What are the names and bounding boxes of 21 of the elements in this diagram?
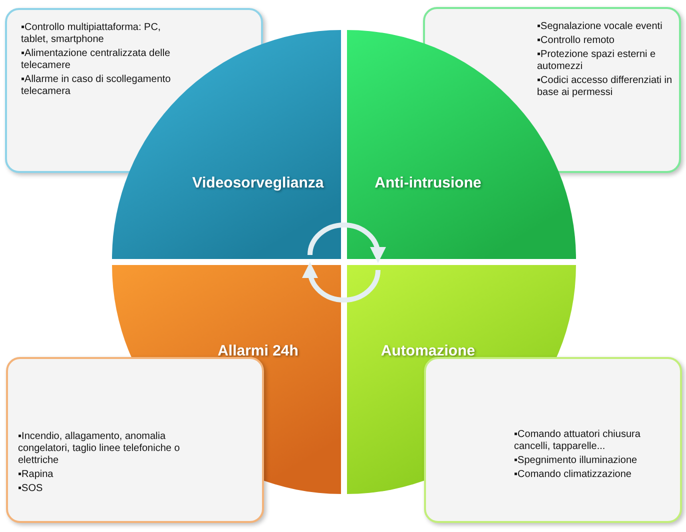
bullet-item: ▪SOS [18,483,44,495]
segment-title: Automazione [380,342,476,360]
segment-title: Videosorveglianza [192,174,324,192]
bullet-item: ▪Controllo multipiattaforma: PC, tablet, smartphone [21,22,162,46]
segment-title: Anti-intrusione [374,174,482,192]
text-panel [424,357,682,523]
bullet-item: ▪Comando attuatori chiusura cancelli, tapparelle... [514,429,642,453]
bullet-item: ▪Spegnimento illuminazione [514,455,638,467]
bullet-item: ▪Protezione spazi esterni e automezzi [537,49,657,73]
cycle-arrow [302,262,380,302]
cycle-arrow [308,222,386,263]
bullet-item: ▪Rapina [18,469,54,481]
bullet-item: ▪Controllo remoto [537,35,616,47]
bullet-item: ▪Segnalazione vocale eventi [537,21,664,33]
bullet-item: ▪Alimentazione centralizzata delle telecamere [21,48,171,72]
bullet-item: ▪Allarme in caso di scollegamento telecamera [21,74,171,98]
segment-title: Allarmi 24h [218,342,298,360]
bullet-item: ▪Incendio, allagamento, anomalia congelatori, taglio linee telefoniche o elettriche [18,431,180,467]
bullet-item: ▪Comando climatizzazione [514,469,632,481]
bullet-item: ▪Codici accesso differenziati in base ai permessi [537,75,674,99]
text-panel [6,357,264,523]
